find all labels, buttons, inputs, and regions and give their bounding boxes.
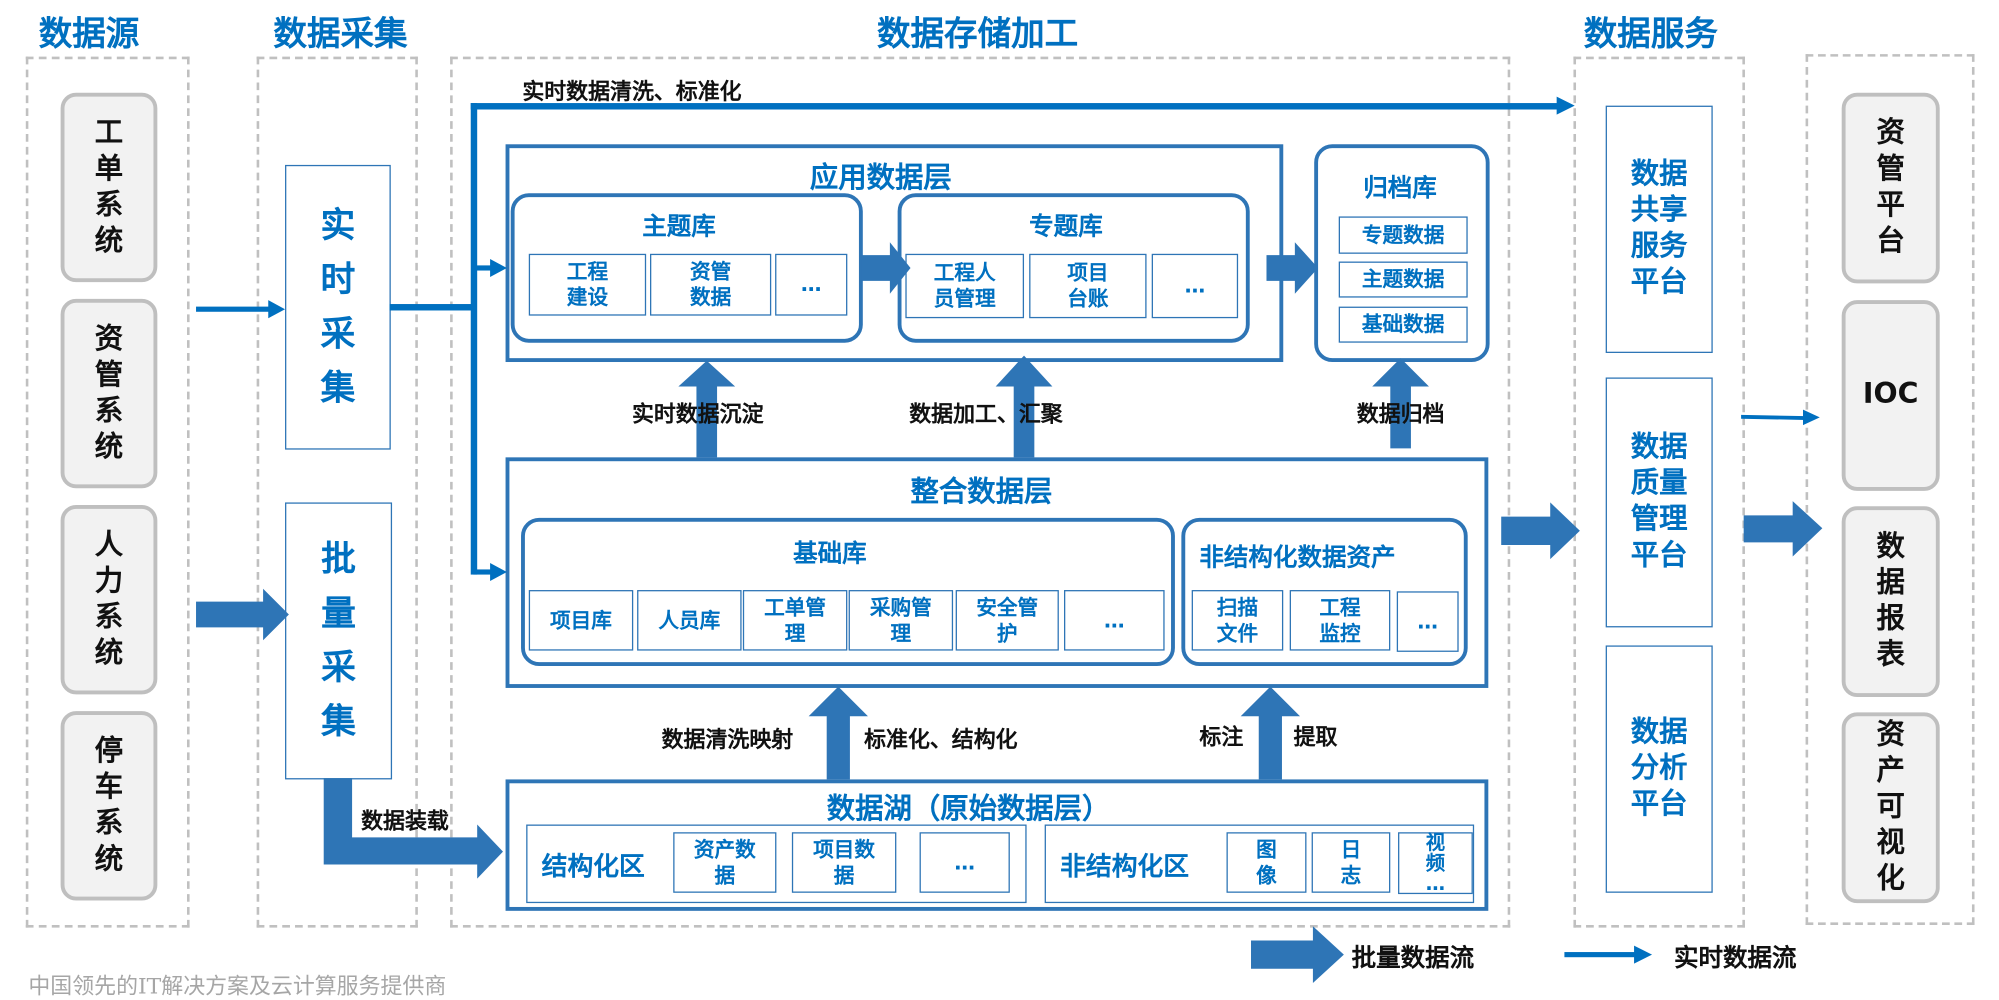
data-lake-title: 数据湖（原始数据层） xyxy=(826,793,1111,826)
unstructured-zone xyxy=(1044,824,1475,904)
theme-item: 资管 数据 xyxy=(650,253,772,316)
legend-batch-label: 批量数据流 xyxy=(1351,944,1475,973)
service-box: 数据分析平台 xyxy=(1605,645,1713,893)
app-box: 数据报表 xyxy=(1841,506,1940,697)
service-column xyxy=(1573,56,1745,928)
base-item: 工单管 理 xyxy=(742,590,848,651)
realtime-collect-label: 实时采集 xyxy=(320,205,356,408)
archive-item: 专题数据 xyxy=(1338,216,1468,254)
source-label: 工单系统 xyxy=(94,116,124,258)
unstructured-item: 日 志 xyxy=(1311,832,1391,893)
app-column xyxy=(1805,54,1975,925)
structured-zone xyxy=(526,824,1027,904)
base-item: 采购管 理 xyxy=(848,590,954,651)
app-label: 数据报表 xyxy=(1876,530,1905,672)
base-library-title: 基础库 xyxy=(793,539,867,569)
archive-item: 主题数据 xyxy=(1338,261,1468,298)
archive-label: 数据归档 xyxy=(1356,401,1445,428)
special-item: … xyxy=(1151,253,1239,319)
title-data-storage: 数据存储加工 xyxy=(876,15,1079,55)
source-column xyxy=(25,56,190,928)
source-label: 资管系统 xyxy=(94,322,124,464)
realtime-clean-label: 实时数据清洗、标准化 xyxy=(522,79,742,106)
annotate-label: 标注 xyxy=(1199,725,1244,752)
service-label: 数据分析平台 xyxy=(1630,716,1688,821)
special-item: 工程人 员管理 xyxy=(905,253,1025,319)
batch-collect-box: 批量采集 xyxy=(285,502,393,780)
structured-zone-title: 结构化区 xyxy=(541,850,645,882)
title-data-service: 数据服务 xyxy=(1583,15,1718,55)
service-box: 数据共享服务平台 xyxy=(1605,105,1713,353)
data-load-label: 数据装载 xyxy=(361,809,449,835)
legend-thin-arrow xyxy=(1564,945,1653,964)
footer-text: 中国领先的IT解决方案及云计算服务提供商 xyxy=(28,973,447,1000)
service-label: 数据质量管理平台 xyxy=(1630,431,1688,573)
legend-thick-arrow xyxy=(1251,926,1344,983)
base-item: … xyxy=(1064,590,1165,651)
source-box: 工单系统 xyxy=(60,92,158,283)
batch-collect-label: 批量采集 xyxy=(321,539,356,742)
application-layer-title: 应用数据层 xyxy=(809,162,952,195)
special-item: 项目 台账 xyxy=(1029,253,1147,319)
legend-realtime-label: 实时数据流 xyxy=(1674,944,1797,973)
archive-library-title: 归档库 xyxy=(1363,173,1437,203)
title-data-source: 数据源 xyxy=(38,15,140,55)
structured-item: 项目数 据 xyxy=(791,832,897,893)
theme-library-title: 主题库 xyxy=(642,212,716,241)
app-label: 资产可视化 xyxy=(1876,718,1905,896)
structured-item: 资产数 据 xyxy=(673,832,777,893)
service-label: 数据共享服务平台 xyxy=(1630,158,1688,299)
extract-label: 提取 xyxy=(1293,725,1338,752)
app-box: 资管平台 xyxy=(1841,92,1940,284)
unstructured-item: 视 频 … xyxy=(1398,832,1473,894)
unstructured-item: 图 像 xyxy=(1226,832,1307,893)
clean-map-label: 数据清洗映射 xyxy=(661,727,794,754)
unstructured-asset-item: … xyxy=(1396,591,1459,652)
source-box: 人力系统 xyxy=(60,505,158,695)
collect-column xyxy=(256,56,418,928)
theme-item: 工程 建设 xyxy=(528,253,647,316)
source-box: 停车系统 xyxy=(60,711,158,901)
source-label: 停车系统 xyxy=(94,734,124,876)
archive-item: 基础数据 xyxy=(1338,306,1468,343)
unstructured-asset-title: 非结构化数据资产 xyxy=(1199,543,1396,573)
app-label: IOC xyxy=(1862,378,1919,411)
unstructured-asset-item: 工程 监控 xyxy=(1289,590,1391,651)
storage-column xyxy=(450,56,1511,928)
unstructured-zone-title: 非结构化区 xyxy=(1060,850,1190,882)
standardize-label: 标准化、结构化 xyxy=(864,727,1018,754)
base-item: 人员库 xyxy=(637,590,742,651)
source-box: 资管系统 xyxy=(60,298,158,489)
app-box: IOC xyxy=(1841,300,1940,491)
process-label: 数据加工、汇聚 xyxy=(909,401,1063,428)
realtime-collect-box: 实时采集 xyxy=(285,164,391,450)
app-label: 资管平台 xyxy=(1876,117,1905,258)
structured-item: … xyxy=(919,832,1010,893)
theme-item: … xyxy=(775,253,848,316)
app-box: 资产可视化 xyxy=(1841,712,1940,904)
special-library-title: 专题库 xyxy=(1029,212,1103,241)
base-item: 项目库 xyxy=(528,590,634,651)
unstructured-asset-item: 扫描 文件 xyxy=(1191,590,1284,651)
thick-arrow-to-service xyxy=(1501,502,1580,560)
deposit-label: 实时数据沉淀 xyxy=(631,401,764,428)
title-data-collection: 数据采集 xyxy=(273,15,408,55)
integration-layer-title: 整合数据层 xyxy=(910,476,1053,509)
base-item: 安全管 护 xyxy=(955,590,1059,651)
service-box: 数据质量管理平台 xyxy=(1605,377,1713,628)
source-label: 人力系统 xyxy=(94,528,124,670)
